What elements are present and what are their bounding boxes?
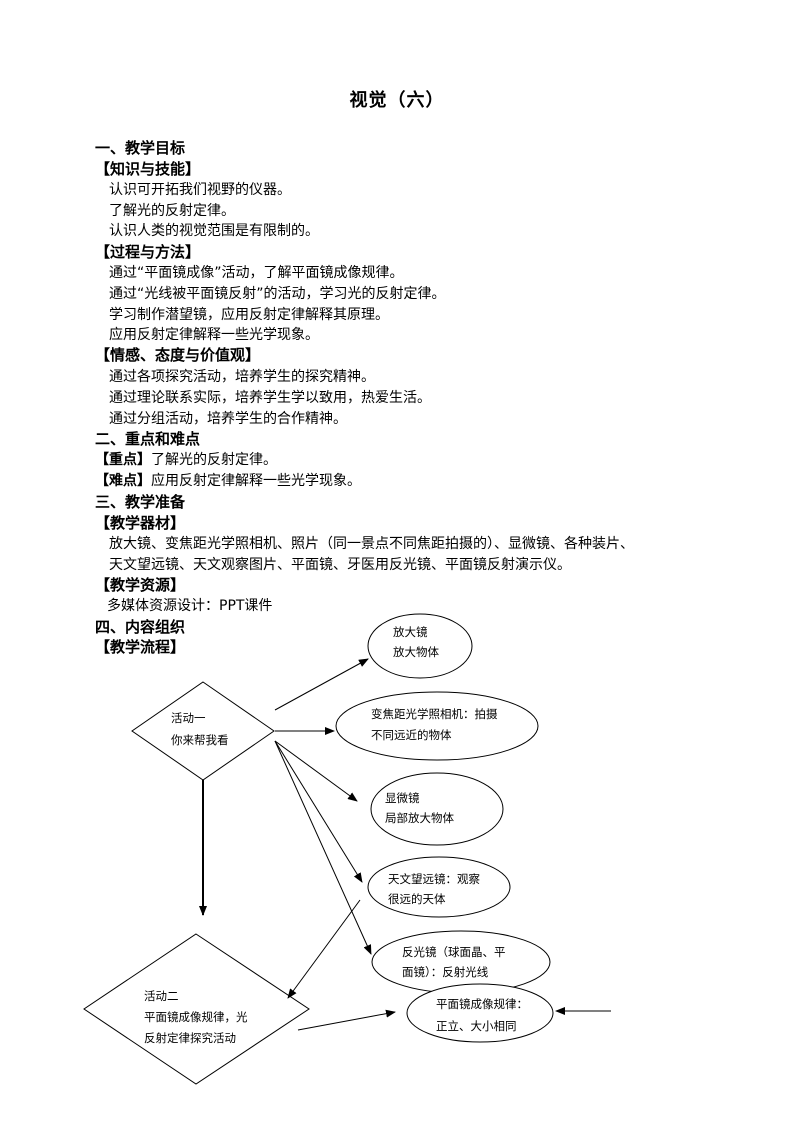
microscope-ellipse: [370, 772, 504, 846]
microscope-desc: 局部放大物体: [385, 811, 454, 825]
process-item: 学习制作潜望镜，应用反射定律解释其原理。: [109, 307, 389, 323]
plane-mirror-desc: 正立、大小相同: [436, 1019, 517, 1033]
difficulty-label: 【难点】: [95, 473, 151, 489]
activity2-desc: 平面镜成像规律，光: [144, 1010, 248, 1024]
emotion-item: 通过分组活动，培养学生的合作精神。: [109, 411, 347, 427]
section-heading-key-points: 二、重点和难点: [95, 430, 201, 448]
knowledge-item: 认识人类的视觉范围是有限制的。: [109, 223, 319, 239]
telescope-label: 天文望远镜：观察: [388, 872, 480, 886]
telescope-desc: 很远的天体: [388, 892, 446, 906]
emotion-item: 通过理论联系实际，培养学生学以致用，热爱生活。: [109, 390, 431, 406]
process-item: 应用反射定律解释一些光学现象。: [109, 327, 319, 343]
subheading-resources: 【教学资源】: [95, 576, 186, 594]
arrow-telescope-to-activity2: [287, 899, 361, 999]
key-point-text: 了解光的反射定律。: [151, 452, 277, 468]
magnifier-desc: 放大物体: [393, 645, 439, 659]
plane-mirror-ellipse: [406, 983, 554, 1043]
emotion-item: 通过各项探究活动，培养学生的探究精神。: [109, 369, 375, 385]
process-item: 通过“平面镜成像”活动，了解平面镜成像规律。: [109, 265, 404, 281]
zoom-camera-ellipse: [335, 691, 539, 761]
plane-mirror-label: 平面镜成像规律：: [436, 997, 528, 1011]
activity1-diamond: [131, 681, 275, 781]
difficulty-text: 应用反射定律解释一些光学现象。: [151, 473, 361, 489]
section-heading-preparation: 三、教学准备: [95, 493, 186, 511]
process-item: 通过“光线被平面镜反射”的活动，学习光的反射定律。: [109, 286, 446, 302]
activity1-desc: 你来帮我看: [171, 733, 229, 747]
key-point-line: 【重点】了解光的反射定律。: [95, 450, 277, 470]
subheading-process: 【过程与方法】: [95, 243, 201, 261]
magnifier-label: 放大镜: [393, 625, 428, 639]
section-heading-content: 四、内容组织: [95, 618, 186, 636]
arrow-to-reflector: [274, 740, 372, 955]
telescope-ellipse: [367, 856, 511, 918]
knowledge-item: 了解光的反射定律。: [109, 203, 235, 219]
magnifier-ellipse: [367, 613, 473, 679]
equipment-line: 放大镜、变焦距光学照相机、照片（同一景点不同焦距拍摄的）、显微镜、各种装片、: [109, 536, 634, 552]
reflector-ellipse: [371, 930, 551, 994]
subheading-equipment: 【教学器材】: [95, 514, 186, 532]
arrow-to-magnifier: [274, 658, 369, 711]
page-title: 视觉（六）: [349, 90, 445, 111]
resources-text: 多媒体资源设计：PPT课件: [107, 598, 273, 614]
arrow-activity2-to-plane-mirror: [297, 1009, 396, 1031]
activity1-label: 活动一: [171, 711, 206, 725]
activity2-label: 活动二: [144, 989, 179, 1003]
equipment-line: 天文望远镜、天文观察图片、平面镜、牙医用反光镜、平面镜反射演示仪。: [109, 557, 571, 573]
reflector-desc: 面镜）：反射光线: [402, 965, 489, 979]
zoom-camera-desc: 不同远近的物体: [371, 728, 452, 742]
arrow-to-telescope: [274, 740, 363, 883]
activity2-desc: 反射定律探究活动: [144, 1031, 236, 1045]
zoom-camera-label: 变焦距光学照相机：拍摄: [371, 707, 498, 721]
key-point-label: 【重点】: [95, 452, 151, 468]
activity2-diamond: [83, 933, 310, 1085]
subheading-emotion: 【情感、态度与价值观】: [95, 346, 261, 364]
subheading-knowledge: 【知识与技能】: [95, 160, 201, 178]
microscope-label: 显微镜: [385, 791, 420, 805]
subheading-flow: 【教学流程】: [95, 638, 186, 656]
reflector-label: 反光镜（球面晶、平: [402, 945, 506, 959]
knowledge-item: 认识可开拓我们视野的仪器。: [109, 182, 291, 198]
section-heading-objectives: 一、教学目标: [95, 139, 186, 157]
difficulty-line: 【难点】应用反射定律解释一些光学现象。: [95, 471, 361, 491]
arrow-to-microscope: [274, 740, 358, 802]
